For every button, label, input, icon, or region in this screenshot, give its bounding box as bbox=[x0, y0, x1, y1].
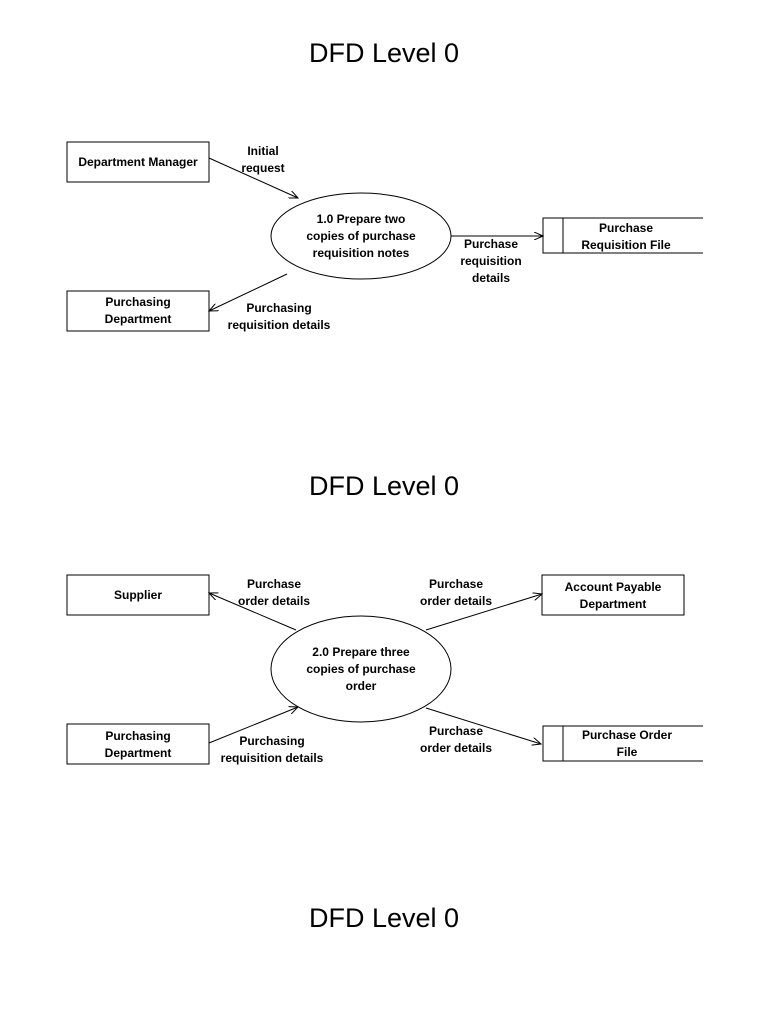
entity-supplier-label: Supplier bbox=[114, 588, 162, 602]
flow-initial-request-arrow bbox=[208, 157, 298, 198]
page-title-3: DFD Level 0 bbox=[308, 903, 460, 933]
flow-from-purchasing-arrow bbox=[208, 707, 298, 744]
entity-purchasing-department bbox=[66, 290, 210, 332]
entity-purchasing-department-2 bbox=[66, 723, 210, 765]
entity-supplier bbox=[66, 574, 210, 616]
entity-department-manager-label: Department Manager bbox=[78, 155, 198, 169]
data-store-purchase-order-file bbox=[542, 725, 703, 762]
entity-department-manager bbox=[66, 141, 210, 183]
page-title-1: DFD Level 0 bbox=[308, 38, 460, 68]
page-title-2: DFD Level 0 bbox=[308, 471, 460, 501]
flow-to-account-payable-arrow bbox=[425, 594, 542, 631]
flow-to-supplier-arrow bbox=[209, 593, 297, 631]
process-2-0 bbox=[270, 615, 452, 723]
flow-to-purchasing-arrow bbox=[209, 273, 288, 311]
flow-to-order-file-arrow bbox=[425, 707, 541, 744]
